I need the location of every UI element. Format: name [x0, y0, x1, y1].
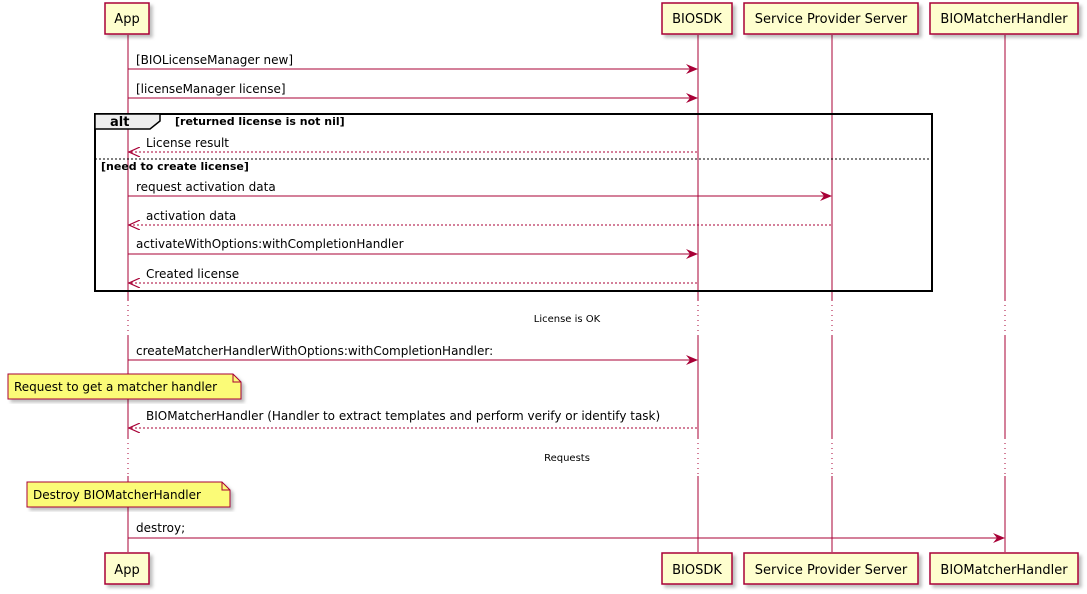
- note-1: Request to get a matcher handler: [7, 373, 242, 400]
- message-8-label: createMatcherHandlerWithOptions:withComp…: [136, 344, 493, 358]
- participant-app-label-bottom: App: [114, 563, 139, 578]
- alt-guard-2: [need to create license]: [101, 160, 249, 173]
- participant-server-label-bottom: Service Provider Server: [755, 563, 908, 578]
- participant-biosdk-top: BIOSDK: [661, 2, 733, 35]
- participant-matcher-label-bottom: BIOMatcherHandler: [940, 563, 1068, 578]
- message-4-label: request activation data: [136, 180, 276, 194]
- participant-server-label: Service Provider Server: [755, 12, 908, 27]
- delay-label-2: Requests: [544, 453, 590, 464]
- participant-biosdk-label: BIOSDK: [672, 12, 722, 27]
- participant-app-top: App: [104, 2, 150, 35]
- message-8: createMatcherHandlerWithOptions:withComp…: [128, 344, 698, 365]
- note-2-label: Destroy BIOMatcherHandler: [33, 488, 201, 502]
- lifelines: [120, 35, 1020, 552]
- message-1: [BIOLicenseManager new]: [128, 53, 698, 74]
- participant-matcher-bottom: BIOMatcherHandler: [929, 552, 1079, 585]
- note-2: Destroy BIOMatcherHandler: [26, 481, 231, 508]
- participant-matcher-top: BIOMatcherHandler: [929, 2, 1079, 35]
- message-5-label: activation data: [146, 209, 236, 223]
- message-7-label: Created license: [146, 267, 239, 281]
- message-6: activateWithOptions:withCompletionHandle…: [128, 237, 698, 259]
- participant-server-top: Service Provider Server: [743, 2, 919, 35]
- delay-label-1: License is OK: [534, 314, 601, 325]
- participant-server-bottom: Service Provider Server: [743, 552, 919, 585]
- message-9: BIOMatcherHandler (Handler to extract te…: [129, 409, 697, 428]
- participant-matcher-label: BIOMatcherHandler: [940, 12, 1068, 27]
- note-1-label: Request to get a matcher handler: [14, 380, 217, 394]
- participant-app-bottom: App: [104, 552, 150, 585]
- alt-fragment: alt [returned license is not nil] [need …: [94, 113, 933, 292]
- message-10: destroy;: [128, 521, 1005, 543]
- message-9-label: BIOMatcherHandler (Handler to extract te…: [146, 409, 660, 423]
- alt-keyword: alt: [110, 115, 129, 130]
- participant-biosdk-bottom: BIOSDK: [661, 552, 733, 585]
- message-2: [licenseManager license]: [128, 82, 698, 103]
- message-2-label: [licenseManager license]: [136, 82, 286, 96]
- message-3-label: License result: [146, 136, 229, 150]
- message-3: License result: [129, 136, 697, 152]
- message-10-label: destroy;: [136, 521, 185, 535]
- participant-biosdk-label-bottom: BIOSDK: [672, 563, 722, 578]
- message-4: request activation data: [128, 180, 832, 201]
- message-6-label: activateWithOptions:withCompletionHandle…: [136, 237, 404, 251]
- message-1-label: [BIOLicenseManager new]: [136, 53, 293, 67]
- participant-app-label: App: [114, 12, 139, 27]
- message-7: Created license: [129, 267, 697, 283]
- message-5: activation data: [129, 209, 831, 225]
- alt-guard-1: [returned license is not nil]: [175, 115, 345, 128]
